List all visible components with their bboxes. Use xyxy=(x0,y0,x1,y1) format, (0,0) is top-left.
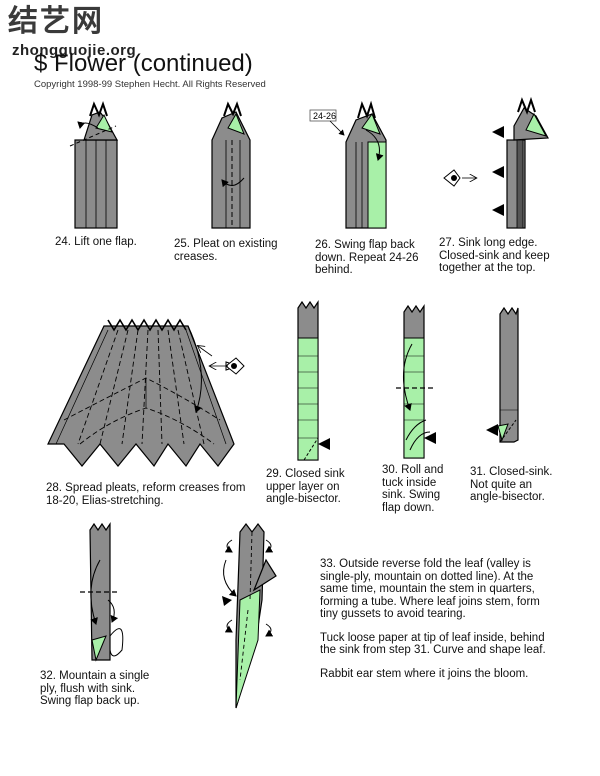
step-26-ref-box xyxy=(309,109,337,122)
step-33-paragraph-2: Tuck loose paper at tip of leaf inside, … xyxy=(320,631,546,657)
step-29-figure xyxy=(297,300,330,461)
step-27-caption: 27. Sink long edge. Closed-sink and keep… xyxy=(439,237,550,274)
step-33-text-block: 33. Outside reverse fold the leaf (valle… xyxy=(320,558,560,680)
step-33-figure xyxy=(222,523,277,709)
step-33-paragraph-1: 33. Outside reverse fold the leaf (valle… xyxy=(320,558,540,620)
step-25-figure xyxy=(211,101,251,229)
step-32-caption: 32. Mountain a single ply, flush with si… xyxy=(40,670,150,707)
step-26-ref-label: 24-26 xyxy=(313,111,336,121)
step-31-caption: 31. Closed-sink. Not quite an angle-bise… xyxy=(470,466,553,503)
step-32-figure xyxy=(80,522,124,662)
step-33-paragraph-3: Rabbit ear stem where it joins the bloom… xyxy=(320,667,529,680)
step-30-figure xyxy=(396,304,436,459)
step-27-figure xyxy=(443,96,549,229)
step-28-figure xyxy=(47,318,245,468)
step-29-caption: 29. Closed sink upper layer on angle-bis… xyxy=(266,468,345,505)
step-30-caption: 30. Roll and tuck inside sink. Swing fla… xyxy=(382,464,444,514)
copyright-line: Copyright 1998-99 Stephen Hecht. All Rig… xyxy=(34,79,266,90)
step-28-caption: 28. Spread pleats, reform creases from 1… xyxy=(46,482,246,507)
step-24-caption: 24. Lift one flap. xyxy=(55,236,137,248)
step-31-figure xyxy=(486,306,519,443)
page-title: $ Flower (continued) xyxy=(34,50,253,77)
watermark-url: zhongguojie.org xyxy=(12,42,137,59)
step-26-caption: 26. Swing flap back down. Repeat 24-26 b… xyxy=(315,239,419,276)
step-25-caption: 25. Pleat on existing creases. xyxy=(174,238,278,263)
step-24-figure xyxy=(69,100,119,229)
step-26-figure: 24-26 xyxy=(309,100,387,229)
watermark-chinese: 结艺网 xyxy=(8,4,104,39)
